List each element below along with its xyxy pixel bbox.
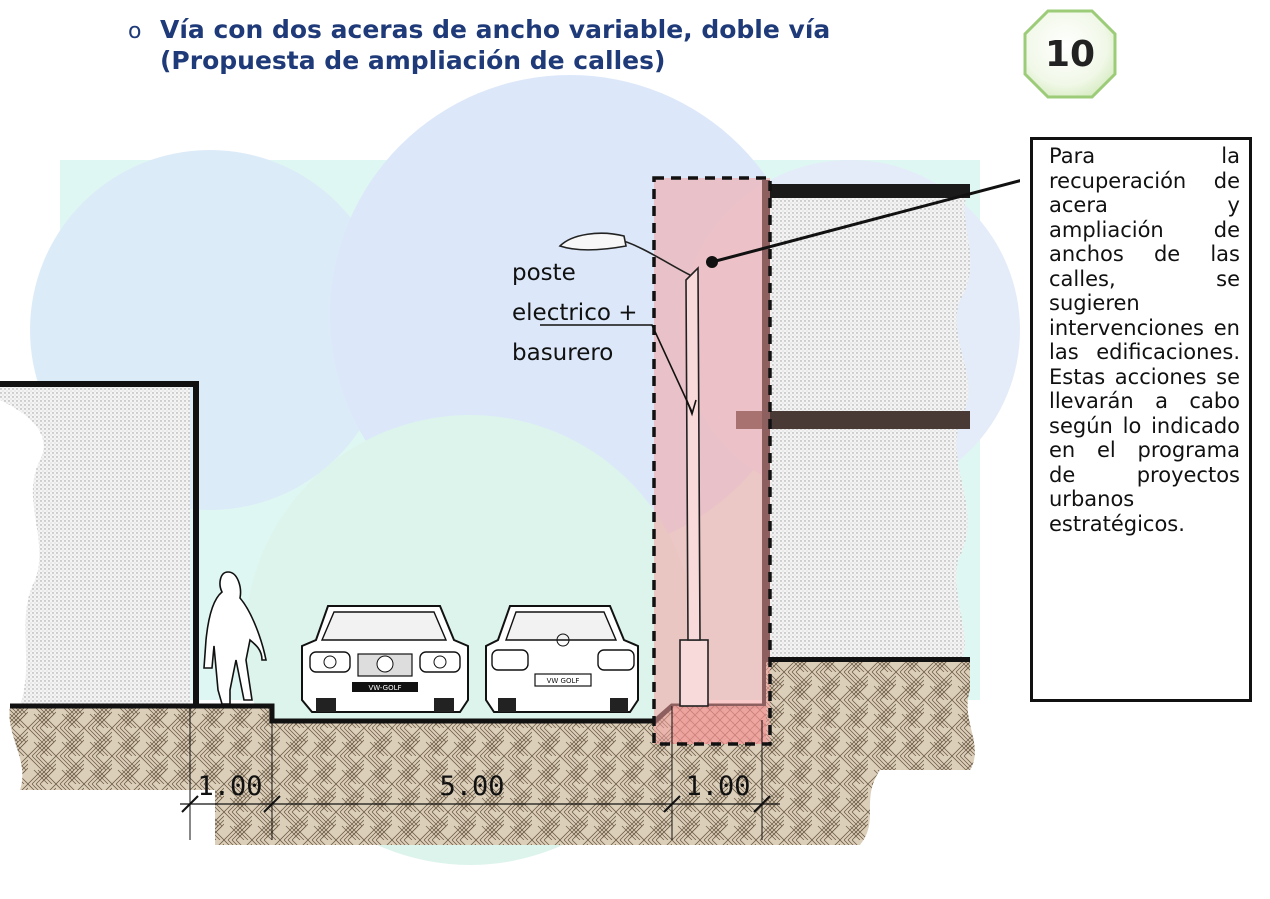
dim-left-sidewalk: 1.00	[197, 771, 262, 802]
sidewalk-highlight	[652, 176, 772, 746]
pedestrian-figure	[203, 571, 267, 705]
car-rear-view: VW GOLF	[485, 605, 639, 713]
pole-label: poste electrico + basurero	[512, 260, 697, 417]
pole-leader-line	[540, 324, 693, 413]
section-heading: o Vía con dos aceras de ancho variable, …	[128, 14, 920, 76]
ground-slab	[766, 657, 970, 666]
dim-right-sidewalk: 1.00	[685, 771, 750, 802]
dimension-lines: 1.00 5.00 1.00	[180, 706, 780, 840]
rear-plate: VW GOLF	[547, 677, 580, 685]
callout-connector	[706, 179, 1020, 268]
bullet-marker: o	[128, 19, 142, 44]
annotation-box: Para la recuperación de acera y ampliaci…	[1030, 137, 1252, 702]
connector-dot-start	[706, 256, 718, 268]
roof-slab	[766, 184, 970, 198]
pole-label-line-2: electrico +	[512, 300, 638, 326]
leader-arrow-icon	[685, 397, 697, 417]
front-plate: VW-GOLF	[368, 684, 401, 692]
dashed-outline	[652, 176, 772, 746]
pole-label-line-3: basurero	[512, 340, 613, 366]
right-building	[736, 180, 971, 720]
dim-roadway: 5.00	[439, 771, 504, 802]
heading-line-2: (Propuesta de ampliación de calles)	[160, 46, 666, 75]
left-building	[0, 381, 199, 706]
lamp-head-icon	[558, 232, 627, 251]
badge-octagon-icon	[1023, 9, 1117, 99]
street-light-pole	[558, 232, 709, 707]
street-section-drawing: VW-GOLF VW GOLF poste electrico + basure…	[0, 75, 1020, 865]
heading-line-1: Vía con dos aceras de ancho variable, do…	[160, 15, 831, 44]
number-badge: 10	[1022, 8, 1118, 100]
car-front-view: VW-GOLF	[301, 605, 469, 713]
annotation-text: Para la recuperación de acera y ampliaci…	[1049, 144, 1240, 536]
badge-number: 10	[1044, 33, 1096, 75]
pole-label-line-1: poste	[512, 260, 576, 286]
floor-slab	[736, 411, 970, 429]
